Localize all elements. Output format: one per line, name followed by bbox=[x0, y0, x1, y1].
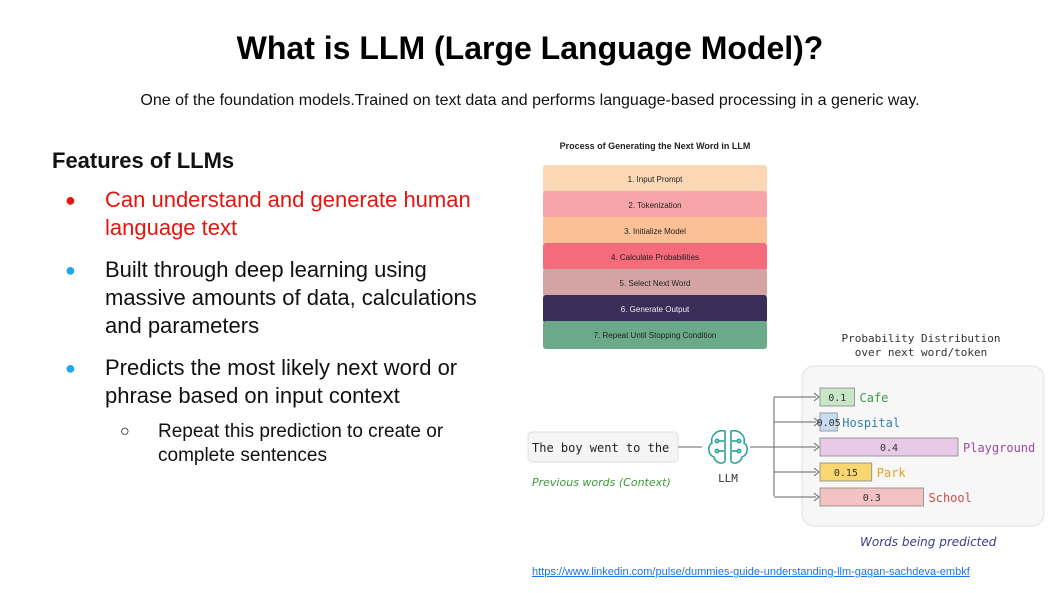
process-diagram: Process of Generating the Next Word in L… bbox=[530, 135, 780, 360]
feature-text: Can understand and generate human langua… bbox=[105, 187, 471, 240]
process-title: Process of Generating the Next Word in L… bbox=[559, 141, 751, 151]
bullet-dot-icon: ● bbox=[65, 260, 76, 280]
process-step: 7. Repeat Until Stopping Condition bbox=[543, 321, 767, 349]
prob-category-label: Cafe bbox=[860, 391, 889, 405]
features-section: Features of LLMs ● Can understand and ge… bbox=[52, 148, 502, 468]
arrow-head-icon bbox=[813, 492, 820, 502]
arrow-head-icon bbox=[813, 442, 820, 452]
prob-category-label: Hospital bbox=[842, 416, 900, 430]
context-label: Previous words (Context) bbox=[532, 476, 671, 489]
prob-category-label: School bbox=[929, 491, 972, 505]
arrow-head-icon bbox=[813, 392, 820, 402]
feature-bullet-deep-learning: ● Built through deep learning using mass… bbox=[52, 256, 502, 340]
prob-category-label: Playground bbox=[963, 441, 1035, 455]
prob-value-label: 0.15 bbox=[834, 468, 858, 479]
prob-category-label: Park bbox=[877, 466, 907, 480]
feature-text: Predicts the most likely next word or ph… bbox=[105, 355, 458, 408]
predicted-label: Words being predicted bbox=[860, 535, 997, 549]
prob-bar bbox=[819, 387, 855, 407]
brain-chip-icon bbox=[708, 429, 748, 464]
sub-bullet-text: Repeat this prediction to create or comp… bbox=[158, 421, 444, 466]
process-step: 1. Input Prompt bbox=[543, 165, 767, 193]
bullet-dot-icon: ● bbox=[65, 190, 76, 210]
process-step: 4. Calculate Probabilities bbox=[543, 243, 767, 271]
prob-bar bbox=[819, 462, 873, 482]
process-step: 6. Generate Output bbox=[543, 295, 767, 323]
prob-value-label: 0.3 bbox=[863, 493, 881, 504]
prob-title-line2: over next word/token bbox=[855, 346, 987, 359]
prob-bar bbox=[819, 412, 838, 432]
hollow-circle-icon: ○ bbox=[120, 423, 130, 440]
probability-figure: Probability Distribution over next word/… bbox=[527, 332, 1045, 549]
prob-value-label: 0.4 bbox=[880, 443, 898, 454]
process-step: 3. Initialize Model bbox=[543, 217, 767, 245]
llm-label: LLM bbox=[718, 472, 738, 485]
feature-bullet-predicts: ● Predicts the most likely next word or … bbox=[52, 354, 502, 410]
process-step: 2. Tokenization bbox=[543, 191, 767, 219]
features-heading: Features of LLMs bbox=[52, 148, 235, 173]
prob-value-label: 0.05 bbox=[817, 418, 841, 429]
page-title: What is LLM (Large Language Model)? bbox=[236, 30, 824, 66]
prob-bar bbox=[819, 437, 959, 457]
feature-bullet-understand: ● Can understand and generate human lang… bbox=[52, 186, 502, 242]
feature-text: Built through deep learning using massiv… bbox=[105, 257, 477, 338]
source-link[interactable]: https://www.linkedin.com/pulse/dummies-g… bbox=[532, 566, 970, 578]
prob-value-label: 0.1 bbox=[828, 393, 846, 404]
prob-bar bbox=[819, 487, 924, 507]
arrow-head-icon bbox=[813, 417, 820, 427]
page-subtitle: One of the foundation models.Trained on … bbox=[140, 92, 920, 109]
bullet-dot-icon: ● bbox=[65, 358, 76, 378]
input-text: The boy went to the bbox=[532, 441, 669, 455]
prob-title-line1: Probability Distribution bbox=[842, 332, 1001, 345]
process-step: 5. Select Next Word bbox=[543, 269, 767, 297]
feature-sub-bullet: ○ Repeat this prediction to create or co… bbox=[52, 420, 502, 468]
arrow-head-icon bbox=[813, 467, 820, 477]
